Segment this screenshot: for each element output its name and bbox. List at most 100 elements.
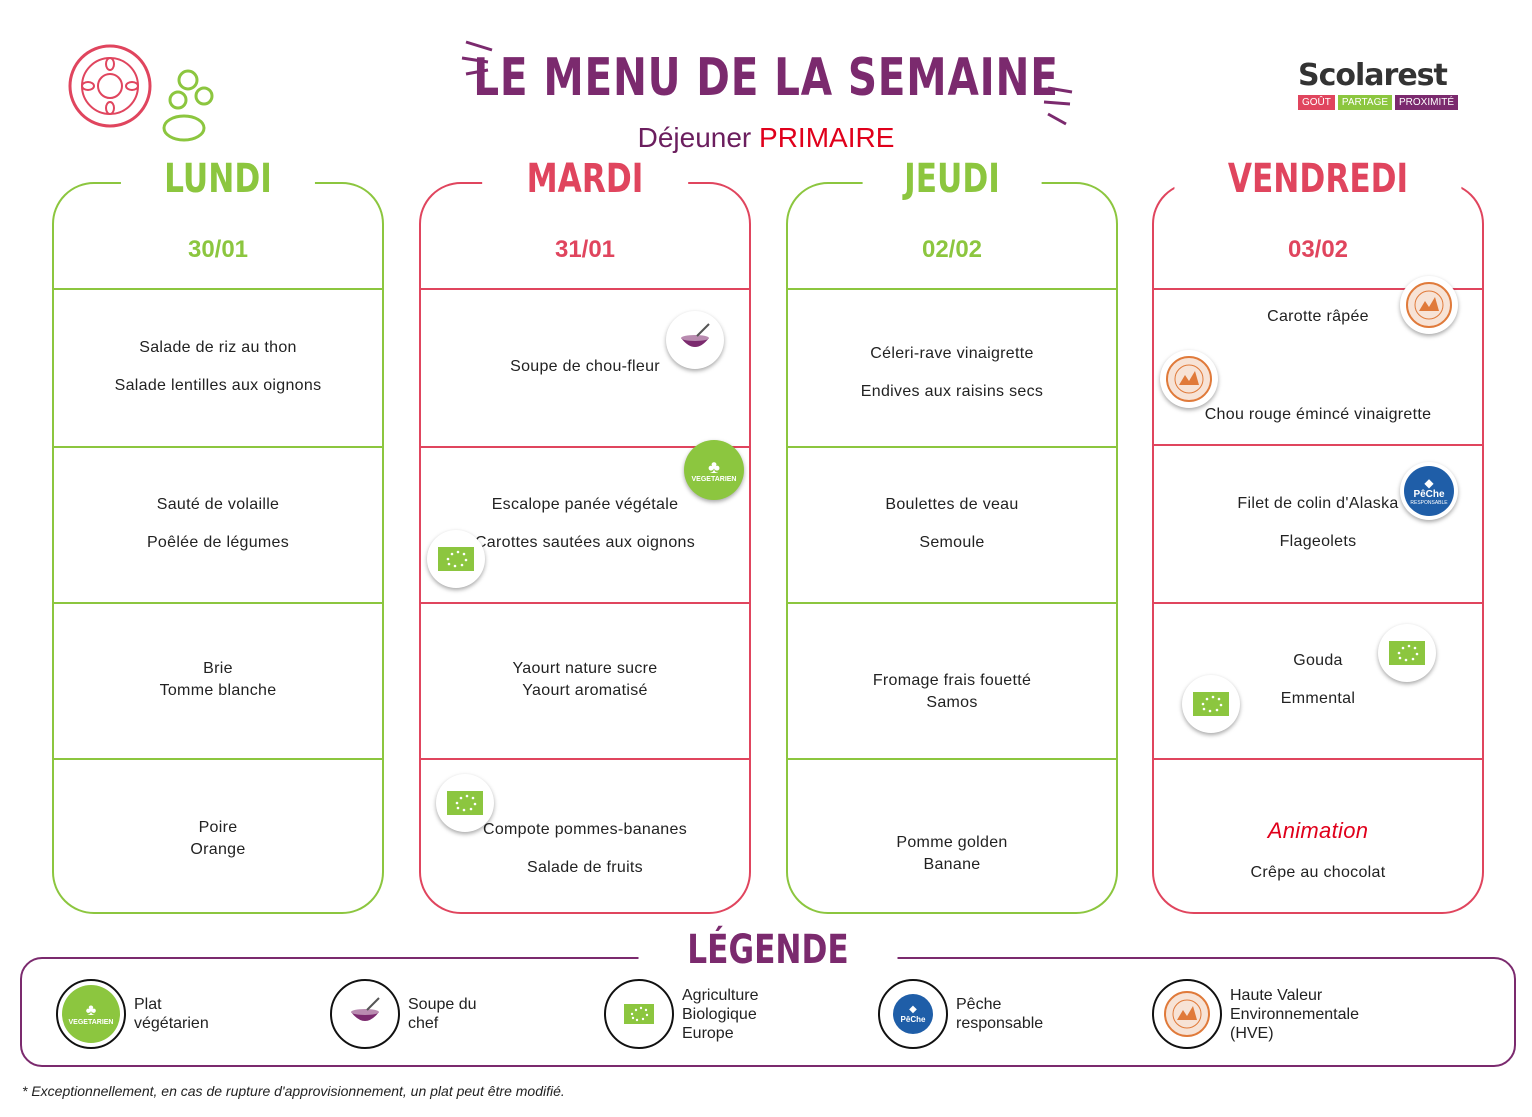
page-title: LE MENU DE LA SEMAINE: [473, 48, 1059, 108]
legend-label-line: Pêche: [956, 996, 1002, 1013]
menu-starter: Soupe de chou-fleur: [421, 288, 749, 446]
dish: Orange: [190, 841, 246, 858]
day-name: JEUDI: [862, 156, 1042, 202]
day-name: LUNDI: [120, 156, 316, 202]
eu-organic-leaf-icon: [438, 547, 474, 571]
subtitle-prefix: Déjeuner: [637, 122, 752, 153]
legend-label-line: (HVE): [1230, 1024, 1274, 1042]
dish: Salade de fruits: [527, 859, 643, 876]
legend-vegetarian-icon: ♣ VEGETARIEN: [56, 979, 126, 1049]
row-divider: [788, 602, 1116, 604]
legend-label-line: Biologique: [682, 1005, 757, 1023]
footnote: * Exceptionnellement, en cas de rupture …: [22, 1083, 565, 1099]
brand-tag-3: PROXIMITÉ: [1395, 95, 1459, 110]
dish: Sauté de volaille: [156, 496, 280, 513]
dish: Gouda: [1293, 652, 1343, 669]
dish: Fromage frais fouetté: [872, 672, 1032, 689]
legend-item-organic: Agriculture Biologique Europe: [604, 979, 758, 1049]
tomato-illustration: [68, 44, 214, 142]
dish: Brie: [203, 660, 233, 677]
dish: Soupe de chou-fleur: [510, 358, 660, 375]
dish: Carotte râpée: [1267, 308, 1369, 325]
dish: Samos: [926, 694, 978, 711]
legend-label-line: Haute Valeur: [1230, 986, 1323, 1004]
day-date: 02/02: [921, 236, 983, 263]
row-divider: [1154, 444, 1482, 446]
organic-badge: [436, 774, 494, 832]
day-column-lundi: LUNDI 30/01 Salade de riz au thon Salade…: [52, 156, 384, 914]
fish-icon: ◆: [1424, 475, 1434, 490]
menu-main: Escalope panée végétale Carottes sautées…: [421, 446, 749, 602]
legend-title: LÉGENDE: [638, 927, 898, 973]
page-subtitle: Déjeuner PRIMAIRE: [0, 122, 1532, 154]
menu-main: Filet de colin d'Alaska Flageolets: [1154, 444, 1482, 602]
peche-badge-text: PêChe: [900, 1014, 926, 1024]
legend-item-hve: Haute Valeur Environnementale (HVE): [1152, 979, 1359, 1049]
soup-bowl-icon: [681, 323, 710, 347]
menu-dairy: Fromage frais fouetté Samos: [788, 614, 1116, 770]
dish: Crêpe au chocolat: [1250, 864, 1386, 881]
day-date: 03/02: [1287, 236, 1349, 263]
subtitle-highlight: PRIMAIRE: [759, 122, 895, 153]
menu-cheese: Brie Tomme blanche: [54, 602, 382, 758]
organic-badge: [1378, 624, 1436, 682]
title-spark-left: [461, 40, 493, 76]
dish: Compote pommes-bananes: [482, 821, 688, 838]
day-column-jeudi: JEUDI 02/02 Céleri-rave vinaigrette Endi…: [786, 156, 1118, 914]
row-divider: [54, 602, 382, 604]
menu-starter: Salade de riz au thon Salade lentilles a…: [54, 288, 382, 446]
legend-hve-icon: [1152, 979, 1222, 1049]
dish: Flageolets: [1279, 533, 1357, 550]
vegetarian-badge: ♣ VEGETARIEN: [684, 440, 744, 500]
dish: Tomme blanche: [159, 682, 277, 699]
peche-badge-text: PêChe: [1413, 488, 1445, 500]
legend-label-line: chef: [408, 1015, 439, 1032]
dish: Yaourt nature sucre: [512, 660, 658, 677]
menu-cheese: Gouda Emmental: [1154, 602, 1482, 758]
brand-tag-1: GOÛT: [1298, 95, 1335, 110]
row-divider: [1154, 602, 1482, 604]
legend-item-vegetarian: ♣ VEGETARIEN Plat végétarien: [56, 979, 209, 1049]
row-divider: [1154, 288, 1482, 290]
row-divider: [788, 446, 1116, 448]
legend-peche-icon: ◆ PêChe: [878, 979, 948, 1049]
dish: Carottes sautées aux oignons: [474, 534, 696, 551]
title-spark-right: [1043, 86, 1073, 126]
day-date: 31/01: [554, 236, 616, 263]
legend-panel: LÉGENDE ♣ VEGETARIEN Plat végétarien Sou…: [20, 927, 1516, 1067]
peche-responsable-badge: ◆ PêChe RESPONSABLE: [1400, 462, 1458, 520]
hve-seal-icon: [1164, 991, 1210, 1037]
legend-soup-icon: [330, 979, 400, 1049]
hve-badge: [1160, 350, 1218, 408]
eu-organic-leaf-icon: [447, 791, 483, 815]
animation-label: Animation: [1267, 818, 1369, 843]
row-divider: [421, 602, 749, 604]
vegetarian-badge-text: VEGETARIEN: [68, 1018, 114, 1026]
menu-dessert: Pomme golden Banane: [788, 794, 1116, 914]
menu-starter: Carotte râpée Chou rouge émincé vinaigre…: [1154, 288, 1482, 444]
menu-dairy: Yaourt nature sucre Yaourt aromatisé: [421, 602, 749, 758]
eu-organic-leaf-icon: [624, 1004, 654, 1024]
plant-icon: ♣: [85, 1001, 97, 1019]
dish: Banane: [923, 856, 981, 873]
dish: Yaourt aromatisé: [522, 682, 648, 699]
menu-dessert: Poire Orange: [54, 774, 382, 904]
organic-badge: [427, 530, 485, 588]
row-divider: [54, 446, 382, 448]
row-divider: [1154, 758, 1482, 760]
legend-label-line: Plat: [134, 996, 162, 1013]
eu-organic-leaf-icon: [1389, 641, 1425, 665]
plant-icon: ♣: [708, 456, 720, 477]
menu-main: Sauté de volaille Poêlée de légumes: [54, 446, 382, 602]
fish-icon: ◆: [909, 1003, 917, 1015]
day-column-vendredi: VENDREDI 03/02 Carotte râpée Chou rouge …: [1152, 156, 1484, 914]
brand-logo: Scolarest GOÛT PARTAGE PROXIMITÉ: [1298, 58, 1508, 110]
dish: Endives aux raisins secs: [860, 383, 1044, 400]
legend-item-peche: ◆ PêChe Pêche responsable: [878, 979, 1043, 1049]
brand-name: Scolarest: [1298, 58, 1448, 93]
dish: Céleri-rave vinaigrette: [870, 345, 1034, 362]
row-divider: [788, 288, 1116, 290]
row-divider: [788, 758, 1116, 760]
brand-tag-2: PARTAGE: [1337, 95, 1393, 110]
dish: Chou rouge émincé vinaigrette: [1204, 406, 1432, 423]
